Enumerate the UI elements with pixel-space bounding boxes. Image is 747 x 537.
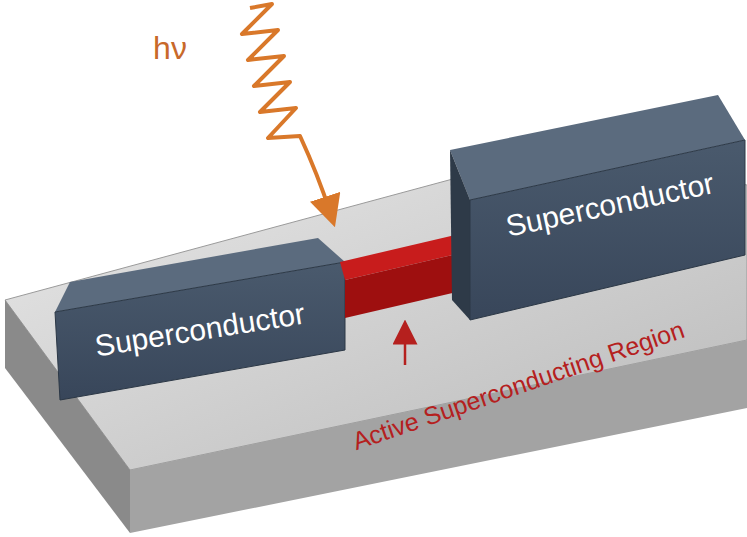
left-block-front (55, 262, 345, 400)
photon-label: hν (153, 30, 187, 67)
right-block-front (470, 140, 745, 320)
leader-arrow (404, 332, 407, 365)
photon-wave (242, 4, 330, 212)
right-block-side (450, 150, 470, 320)
